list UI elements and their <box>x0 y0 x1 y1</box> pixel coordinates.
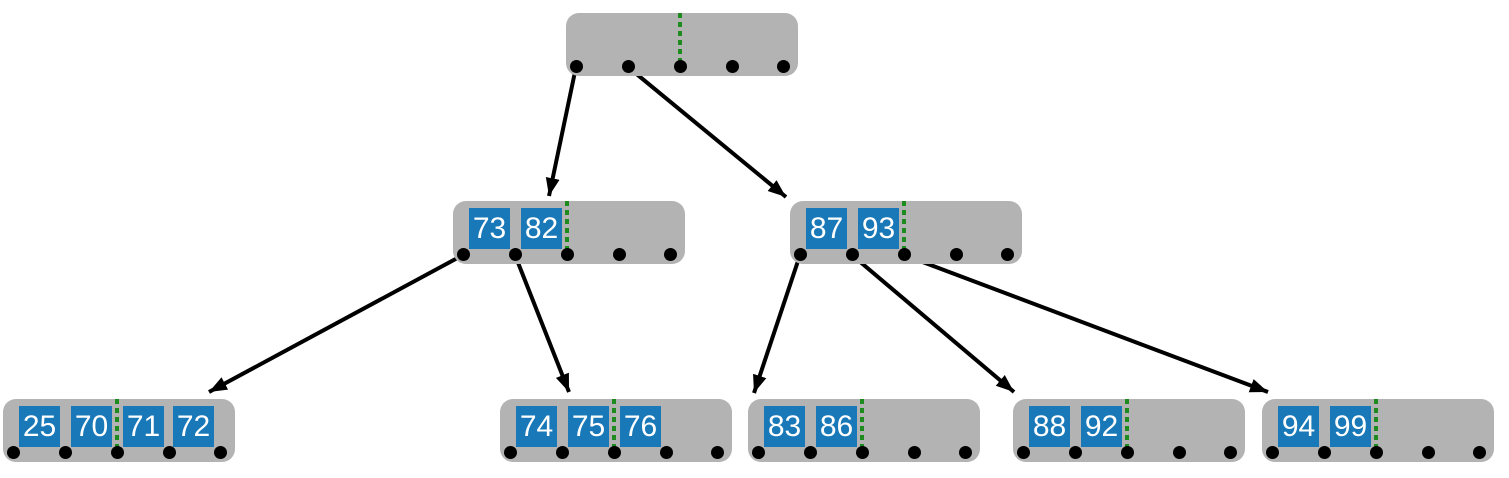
btree-node-leaf-3: 83 86 <box>748 399 980 462</box>
pointer-dot <box>959 446 972 459</box>
split-marker-line <box>565 201 569 255</box>
btree-node-leaf-1: 25 70 71 72 <box>3 399 235 462</box>
pointer-dot <box>674 60 687 73</box>
pointer-dot <box>613 248 626 261</box>
key-cell: 93 <box>858 208 899 249</box>
edge-internal-left-to-leaf-2 <box>513 254 571 393</box>
split-marker-line <box>902 201 906 255</box>
pointer-dot <box>111 446 124 459</box>
edge-internal-left-to-leaf-1 <box>208 253 464 394</box>
split-marker-line <box>1125 399 1129 453</box>
split-marker-line <box>678 13 682 67</box>
edge-internal-right-to-leaf-4 <box>850 253 1016 394</box>
pointer-dot <box>556 446 569 459</box>
pointer-dot <box>664 248 677 261</box>
pointer-dot <box>856 446 869 459</box>
edge-root-to-internal-right <box>626 65 788 199</box>
key-cell: 92 <box>1081 406 1122 447</box>
pointer-dot <box>908 446 921 459</box>
pointer-dot <box>214 446 227 459</box>
btree-node-root <box>566 13 798 76</box>
split-marker-line <box>612 399 616 453</box>
key-cell: 86 <box>816 406 857 447</box>
btree-node-leaf-5: 94 99 <box>1262 399 1494 462</box>
btree-node-leaf-2: 74 75 76 <box>500 399 732 462</box>
pointer-dot <box>898 248 911 261</box>
pointer-dot <box>660 446 673 459</box>
pointer-dot <box>950 248 963 261</box>
pointer-dot <box>752 446 765 459</box>
key-cell: 72 <box>173 406 214 447</box>
pointer-dot <box>561 248 574 261</box>
pointer-dot <box>59 446 72 459</box>
pointer-dot <box>1017 446 1030 459</box>
edge-internal-right-to-leaf-3 <box>752 254 802 394</box>
pointer-dot <box>622 60 635 73</box>
pointer-dot <box>1121 446 1134 459</box>
key-cell: 71 <box>123 406 164 447</box>
key-cell: 73 <box>469 208 510 249</box>
btree-node-leaf-4: 88 92 <box>1013 399 1245 462</box>
pointer-dot <box>777 60 790 73</box>
split-marker-line <box>115 399 119 453</box>
pointer-dot <box>7 446 20 459</box>
key-cell: 74 <box>516 406 557 447</box>
edge-root-to-internal-left <box>545 66 578 197</box>
edge-internal-right-to-leaf-5 <box>903 253 1269 394</box>
btree-node-internal-left: 73 82 <box>453 201 685 264</box>
pointer-dot <box>846 248 859 261</box>
key-cell: 76 <box>620 406 661 447</box>
pointer-dot <box>711 446 724 459</box>
pointer-dot <box>794 248 807 261</box>
pointer-dot <box>1266 446 1279 459</box>
pointer-dot <box>570 60 583 73</box>
pointer-dot <box>1173 446 1186 459</box>
key-cell: 82 <box>521 208 562 249</box>
pointer-dot <box>608 446 621 459</box>
pointer-dot <box>1224 446 1237 459</box>
key-cell: 70 <box>71 406 112 447</box>
pointer-dot <box>163 446 176 459</box>
pointer-dot <box>504 446 517 459</box>
pointer-dot <box>1473 446 1486 459</box>
pointer-dot <box>509 248 522 261</box>
key-cell: 83 <box>764 406 805 447</box>
key-cell: 87 <box>806 208 847 249</box>
split-marker-line <box>860 399 864 453</box>
key-cell: 88 <box>1029 406 1070 447</box>
key-cell: 99 <box>1330 406 1371 447</box>
btree-node-internal-right: 87 93 <box>790 201 1022 264</box>
pointer-dot <box>1001 248 1014 261</box>
key-cell: 75 <box>568 406 609 447</box>
key-cell: 25 <box>19 406 60 447</box>
split-marker-line <box>1374 399 1378 453</box>
key-cell: 94 <box>1278 406 1319 447</box>
pointer-dot <box>1370 446 1383 459</box>
pointer-dot <box>726 60 739 73</box>
pointer-dot <box>804 446 817 459</box>
pointer-dot <box>1318 446 1331 459</box>
pointer-dot <box>457 248 470 261</box>
pointer-dot <box>1422 446 1435 459</box>
pointer-dot <box>1069 446 1082 459</box>
